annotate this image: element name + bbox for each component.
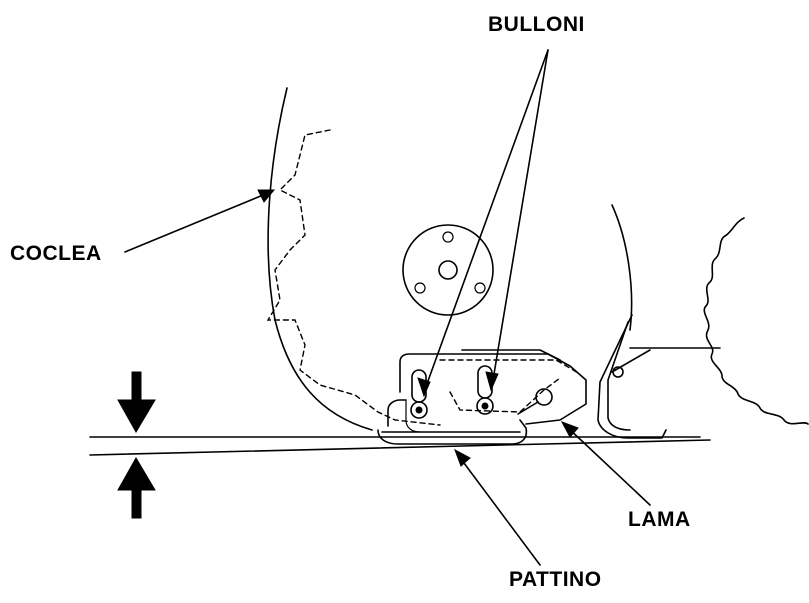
right-housing [611, 204, 633, 331]
height-arrows [117, 371, 156, 519]
auger-dashed-outline [266, 129, 441, 426]
leader-lines [124, 49, 651, 566]
label-coclea: COCLEA [10, 242, 102, 265]
impeller-disc [402, 224, 494, 316]
bolts [410, 365, 553, 419]
wavy-edge [703, 217, 809, 425]
auger-housing [267, 87, 373, 431]
label-lama: LAMA [628, 508, 691, 531]
label-pattino: PATTINO [509, 568, 602, 591]
ground-lines [89, 436, 711, 456]
blade-bracket [597, 314, 721, 439]
label-bulloni: BULLONI [488, 13, 585, 36]
